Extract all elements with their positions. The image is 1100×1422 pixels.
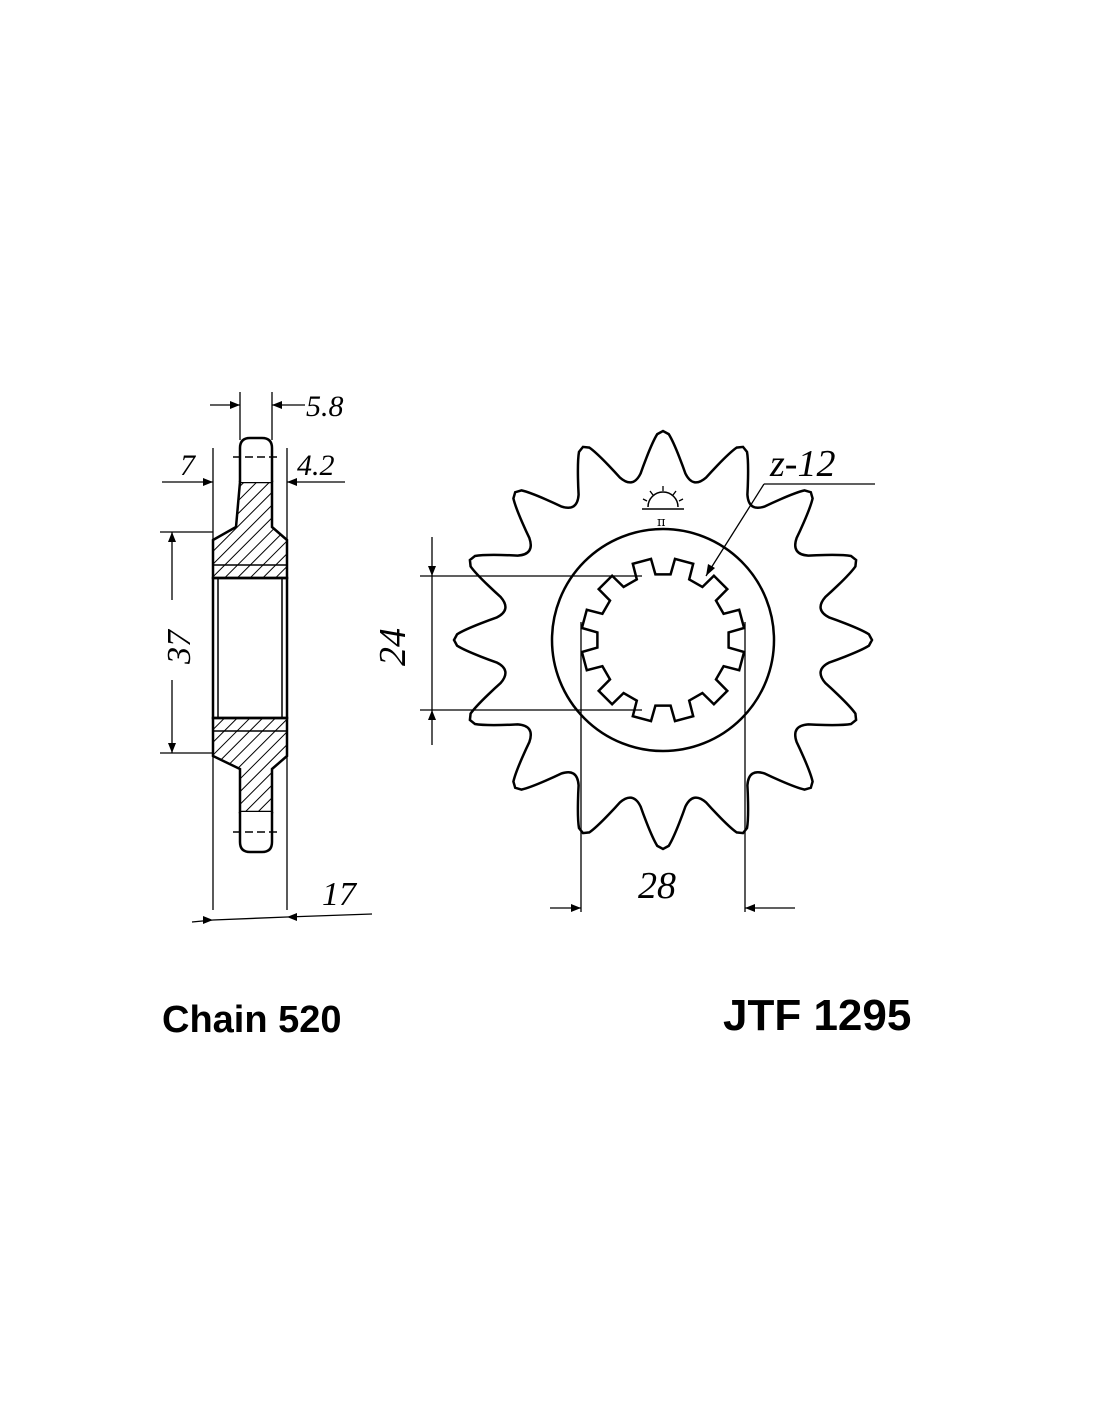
dim-28: 28 (550, 622, 795, 912)
lower-flange-section (211, 716, 289, 814)
lower-tooth-tip (238, 812, 274, 854)
dim-5-8-label: 5.8 (306, 390, 344, 423)
dim-37-label: 37 (161, 628, 198, 665)
dim-17: 17 (191, 876, 373, 924)
dim-28-label: 28 (638, 865, 676, 907)
upper-tooth-tip (238, 436, 274, 482)
spline-label: z-12 (769, 443, 835, 485)
spline-count-callout: z-12 (705, 443, 875, 577)
part-number-label: JTF 1295 (723, 991, 911, 1040)
dim-24: 24 (372, 537, 642, 745)
dim-17-label: 17 (322, 876, 358, 913)
dim-37: 37 (160, 531, 213, 754)
dim-7-4-2: 7 4.2 (162, 448, 345, 910)
spline-bore (580, 557, 746, 723)
hub-body (211, 576, 289, 720)
front-view: π 24 28 z-12 (372, 429, 875, 912)
sun-logo-icon: π (642, 486, 684, 530)
chain-size-label: Chain 520 (162, 999, 342, 1041)
dim-4-2-label: 4.2 (297, 449, 335, 482)
dim-5-8: 5.8 (210, 390, 344, 440)
svg-text:π: π (657, 515, 666, 530)
dim-24-label: 24 (372, 628, 414, 666)
side-view: 5.8 7 4.2 37 (160, 390, 373, 924)
dim-7-label: 7 (180, 449, 197, 482)
upper-flange-section (211, 480, 289, 580)
